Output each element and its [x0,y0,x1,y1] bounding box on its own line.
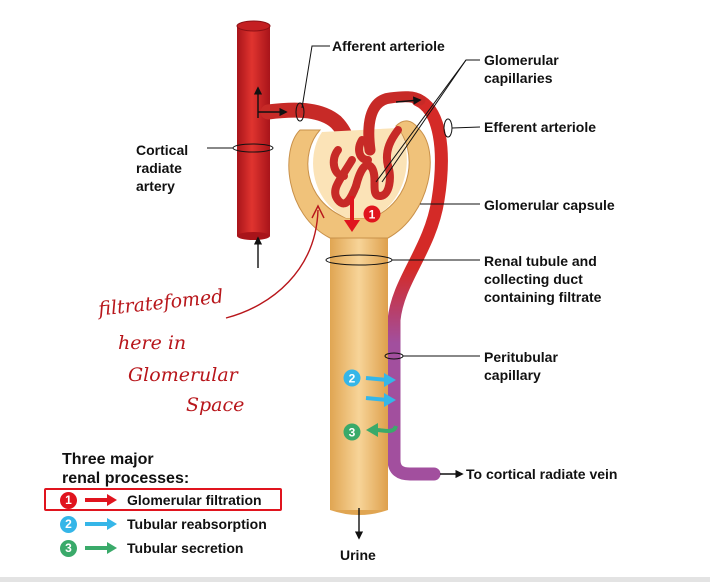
label-efferent-arteriole: Efferent arteriole [484,119,597,135]
label-glomerular-capillaries: Glomerular capillaries [484,52,559,86]
peritubular-capillary [387,93,448,481]
handwritten-line-2: here in [118,332,187,354]
legend-title: Three major renal processes: [62,451,190,487]
red-arrow-icon [85,494,117,506]
legend-label-secretion: Tubular secretion [127,540,244,556]
legend-badge-3: 3 [60,539,77,557]
blue-arrow-icon [85,518,117,530]
legend-item-filtration: 1 Glomerular filtration [60,489,262,511]
svg-text:2: 2 [349,372,356,386]
flow-arrows [253,86,464,540]
label-glomerular-capsule: Glomerular capsule [484,197,615,213]
legend-label-filtration: Glomerular filtration [127,492,262,508]
svg-text:1: 1 [369,208,376,222]
handwritten-line-4: Space [186,394,245,416]
bottom-divider [0,577,710,582]
cortical-radiate-artery [236,20,271,240]
filtration-arrow: 1 [344,196,381,232]
leader-lines [207,45,481,357]
secretion-arrow: 3 [343,423,398,441]
label-afferent-arteriole: Afferent arteriole [332,38,445,54]
label-to-cortical-radiate-vein: To cortical radiate vein [466,466,618,482]
label-cortical-radiate-artery: Cortical radiate artery [136,142,189,194]
reabsorption-arrows: 2 [343,369,396,407]
legend-highlight-box [44,488,282,511]
legend-badge-2: 2 [60,515,77,533]
legend-label-reabsorption: Tubular reabsorption [127,516,267,532]
handwritten-annotation-strokes [225,204,325,319]
legend-item-secretion: 3 Tubular secretion [60,537,243,559]
green-arrow-icon [85,542,117,554]
legend-badge-1: 1 [60,491,77,509]
glomerular-capillaries [329,126,402,208]
handwritten-line-3: Glomerular [128,364,238,386]
label-urine: Urine [340,547,376,563]
label-peritubular-capillary: Peritubular capillary [484,349,558,383]
svg-text:3: 3 [349,426,356,440]
label-renal-tubule: Renal tubule and collecting duct contain… [484,253,602,305]
legend-item-reabsorption: 2 Tubular reabsorption [60,513,267,535]
